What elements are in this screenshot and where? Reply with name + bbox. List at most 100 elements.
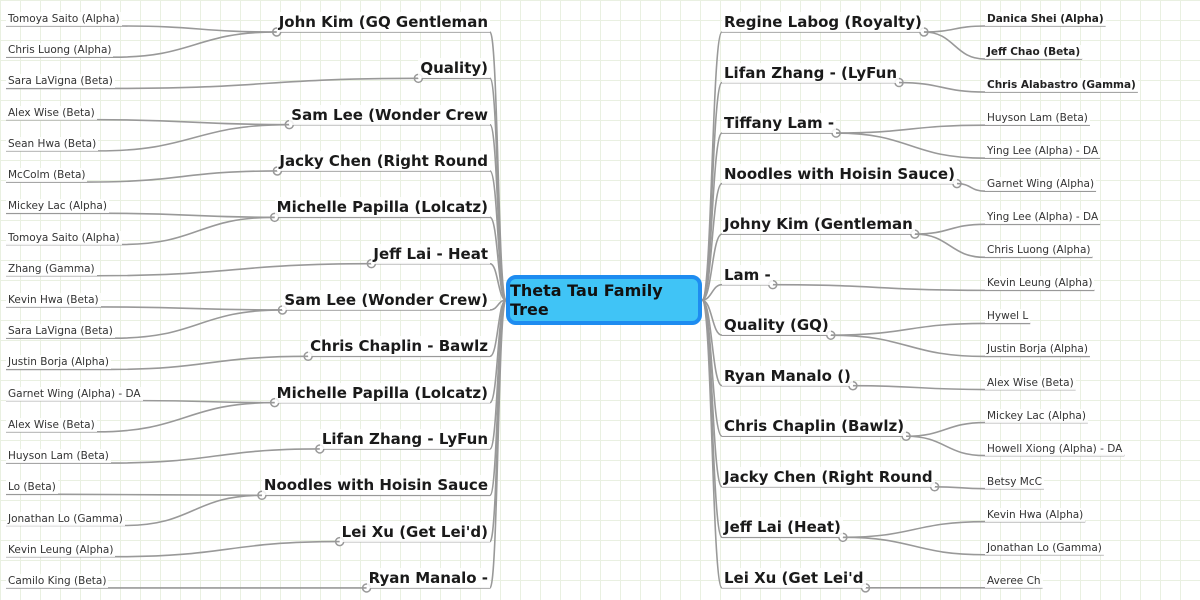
child-node[interactable]: Huyson Lam (Beta) (6, 449, 111, 464)
child-node[interactable]: Ying Lee (Alpha) - DA (985, 144, 1101, 159)
child-connector (6, 31, 277, 59)
child-node[interactable]: Kevin Hwa (Beta) (6, 292, 101, 307)
branch-connector (282, 299, 507, 311)
branch-connector (701, 299, 866, 589)
child-node[interactable]: Chris Luong (Alpha) (6, 43, 114, 58)
child-connector (6, 494, 262, 527)
child-node[interactable]: Kevin Hwa (Alpha) (985, 507, 1086, 522)
branch-node[interactable]: Quality (GQ) (722, 315, 831, 336)
child-connector (836, 132, 1101, 159)
child-node[interactable]: Jonathan Lo (Gamma) (6, 511, 125, 526)
right-children-column: Danica Shei (Alpha) Jeff Chao (Beta) Chr… (985, 12, 1197, 588)
child-connector (914, 233, 1093, 259)
child-connector (772, 283, 1095, 292)
child-node[interactable]: Justin Borja (Alpha) (985, 342, 1090, 357)
child-node[interactable]: Tomoya Saito (Alpha) (6, 230, 122, 245)
branch-node[interactable]: Jacky Chen (Right Round (722, 466, 935, 487)
child-node[interactable]: Zhang (Gamma) (6, 261, 97, 276)
child-connector (6, 123, 290, 152)
branch-node[interactable]: Chris Chaplin (Bawlz) (722, 416, 907, 437)
branch-connector (701, 283, 773, 301)
child-node[interactable]: Kevin Leung (Alpha) (6, 542, 116, 557)
child-connector (899, 81, 1138, 93)
branch-node[interactable]: Jeff Lai (Heat) (722, 517, 843, 538)
left-branches-column: John Kim (GQ Gentleman Quality) Sam Lee … (170, 12, 490, 588)
branch-connector (701, 233, 915, 301)
branch-node[interactable]: Ryan Manalo - (366, 567, 490, 588)
child-connector (906, 421, 1088, 438)
branch-node[interactable]: Noodles with Hoisin Sauce (261, 475, 490, 496)
branch-node[interactable]: Johny Kim (Gentleman (722, 214, 915, 235)
child-node[interactable]: Sean Hwa (Beta) (6, 136, 99, 151)
branch-node[interactable]: Michelle Papilla (Lolcatz) (274, 197, 490, 218)
branch-connector (274, 216, 507, 301)
branch-node[interactable]: John Kim (GQ Gentleman (276, 12, 490, 32)
branch-node[interactable]: Ryan Manalo () (722, 365, 853, 386)
child-node[interactable]: McColm (Beta) (6, 168, 88, 183)
child-connector (6, 170, 278, 183)
child-node[interactable]: Alex Wise (Beta) (985, 375, 1076, 390)
child-connector (836, 124, 1090, 134)
branch-node[interactable]: Regine Labog (Royalty) (722, 12, 924, 32)
child-node[interactable]: Sara LaVigna (Beta) (6, 324, 115, 339)
child-node[interactable]: Hywel L (985, 309, 1031, 324)
child-node[interactable]: Huyson Lam (Beta) (985, 111, 1090, 126)
child-connector (923, 31, 1083, 60)
branch-connector (366, 299, 507, 589)
child-node[interactable]: Howell Xiong (Alpha) - DA (985, 441, 1125, 456)
child-connector (906, 435, 1125, 457)
child-node[interactable]: Garnet Wing (Alpha) (985, 177, 1097, 192)
child-connector (6, 118, 290, 126)
child-node[interactable]: Betsy McC (985, 474, 1044, 489)
branch-node[interactable]: Lam - (722, 264, 773, 285)
child-node[interactable]: Danica Shei (Alpha) (985, 12, 1106, 26)
child-connector (6, 306, 283, 311)
branch-node[interactable]: Tiffany Lam - (722, 113, 837, 134)
child-connector (6, 355, 309, 371)
child-connector (956, 182, 1097, 193)
child-connector (6, 401, 275, 433)
branch-node[interactable]: Lifan Zhang - LyFun (319, 428, 490, 449)
branch-node[interactable]: Quality) (418, 58, 490, 79)
child-node[interactable]: Kevin Leung (Alpha) (985, 276, 1095, 291)
child-node[interactable]: Garnet Wing (Alpha) - DA (6, 386, 143, 401)
child-node[interactable]: Lo (Beta) (6, 480, 58, 495)
branch-node[interactable]: Lei Xu (Get Lei'd (722, 567, 866, 588)
child-connector (923, 25, 1106, 33)
child-node[interactable]: Mickey Lac (Alpha) (6, 199, 109, 214)
child-connector (842, 520, 1086, 539)
child-node[interactable]: Averee Ch (985, 573, 1043, 588)
child-connector (842, 536, 1104, 556)
branch-node[interactable]: Chris Chaplin - Bawlz (308, 336, 490, 357)
branch-node[interactable]: Jacky Chen (Right Round (277, 150, 490, 171)
child-node[interactable]: Ying Lee (Alpha) - DA (985, 210, 1101, 225)
child-node[interactable]: Jeff Chao (Beta) (985, 45, 1083, 60)
root-title: Theta Tau Family Tree (510, 281, 663, 319)
child-connector (934, 485, 1044, 490)
child-connector (6, 212, 275, 219)
child-node[interactable]: Jonathan Lo (Gamma) (985, 540, 1104, 555)
child-node[interactable]: Alex Wise (Beta) (6, 105, 97, 120)
child-node[interactable]: Alex Wise (Beta) (6, 417, 97, 432)
root-node[interactable]: Theta Tau Family Tree (506, 275, 702, 325)
child-node[interactable]: Sara LaVigna (Beta) (6, 74, 115, 89)
child-connector (6, 448, 320, 464)
child-node[interactable]: Tomoya Saito (Alpha) (6, 12, 122, 26)
branch-node[interactable]: Sam Lee (Wonder Crew) (282, 289, 490, 310)
child-connector (6, 262, 372, 277)
branch-node[interactable]: Sam Lee (Wonder Crew (289, 104, 490, 125)
child-connector (6, 25, 277, 33)
branch-node[interactable]: Lifan Zhang - (LyFun (722, 62, 900, 83)
left-children-column: Tomoya Saito (Alpha) Chris Luong (Alpha)… (6, 12, 156, 588)
child-connector (6, 493, 262, 497)
branch-node[interactable]: Michelle Papilla (Lolcatz) (274, 382, 490, 403)
child-node[interactable]: Chris Luong (Alpha) (985, 243, 1093, 258)
child-node[interactable]: Justin Borja (Alpha) (6, 355, 111, 370)
child-node[interactable]: Camilo King (Beta) (6, 573, 109, 588)
child-node[interactable]: Chris Alabastro (Gamma) (985, 78, 1138, 93)
child-node[interactable]: Mickey Lac (Alpha) (985, 408, 1088, 423)
branch-node[interactable]: Lei Xu (Get Lei'd) (339, 521, 490, 542)
branch-node[interactable]: Jeff Lai - Heat (371, 243, 490, 264)
branch-node[interactable]: Noodles with Hoisin Sauce) (722, 163, 957, 184)
